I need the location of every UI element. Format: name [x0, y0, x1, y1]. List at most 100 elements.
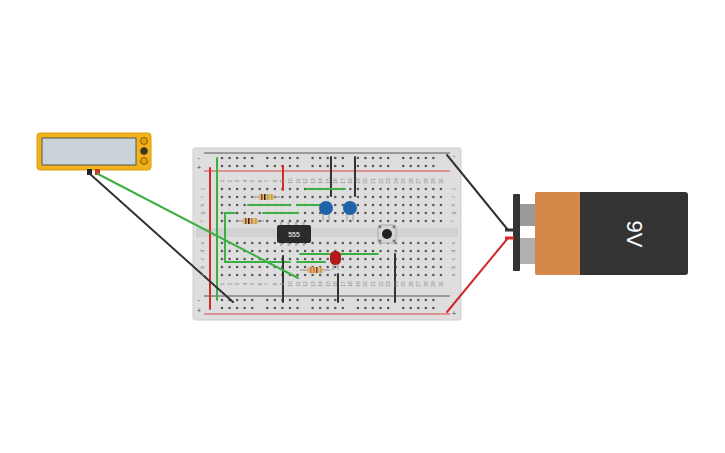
- breadboard-holes: [417, 204, 419, 206]
- breadboard-holes: [312, 307, 314, 309]
- ic-chip: 555: [277, 225, 311, 243]
- breadboard-holes: [244, 266, 246, 268]
- breadboard-holes: [440, 196, 442, 198]
- breadboard-holes: [410, 250, 412, 252]
- column-number: 28: [423, 281, 428, 287]
- breadboard-holes: [440, 212, 442, 214]
- breadboard-holes: [296, 250, 298, 252]
- rail-sign: -: [198, 154, 200, 161]
- resistors: [236, 194, 330, 273]
- breadboard-holes: [281, 250, 283, 252]
- breadboard-holes: [274, 274, 276, 276]
- breadboard-holes: [357, 242, 359, 244]
- row-letter: e: [451, 242, 456, 245]
- column-number: 29: [431, 178, 436, 184]
- breadboard-holes: [402, 204, 404, 206]
- breadboard-holes: [357, 157, 359, 159]
- breadboard-holes: [440, 220, 442, 222]
- column-number: 8: [272, 180, 277, 183]
- row-letter: g: [200, 212, 205, 215]
- node-text: 9V: [623, 220, 645, 247]
- breadboard-holes: [334, 274, 336, 276]
- breadboard-holes: [372, 204, 374, 206]
- breadboard-holes: [402, 157, 404, 159]
- row-letter: f: [451, 220, 456, 221]
- breadboard-holes: [289, 299, 291, 301]
- row-letter: e: [200, 242, 205, 245]
- breadboard-holes: [221, 242, 223, 244]
- breadboard-holes: [334, 157, 336, 159]
- column-number: 27: [416, 178, 421, 184]
- rail-sign: +: [197, 164, 201, 171]
- column-number: 15: [325, 178, 330, 184]
- resistors: [313, 267, 315, 273]
- breadboard-holes: [319, 220, 321, 222]
- breadboard-holes: [364, 266, 366, 268]
- multimeter: [141, 158, 148, 165]
- breadboard-holes: [319, 157, 321, 159]
- column-number: 30: [438, 178, 443, 184]
- breadboard-holes: [251, 212, 253, 214]
- multimeter: [37, 133, 151, 170]
- breadboard-holes: [304, 266, 306, 268]
- breadboard-holes: [410, 157, 412, 159]
- column-number: 22: [378, 178, 383, 184]
- column-number: 23: [386, 178, 391, 184]
- breadboard-holes: [334, 220, 336, 222]
- column-number: 23: [386, 281, 391, 287]
- breadboard-holes: [372, 258, 374, 260]
- breadboard-holes: [289, 258, 291, 260]
- breadboard-holes: [259, 242, 261, 244]
- wires: [297, 204, 319, 206]
- wires: [209, 168, 211, 309]
- breadboard-holes: [432, 204, 434, 206]
- breadboard-holes: [266, 266, 268, 268]
- wires: [282, 166, 284, 190]
- breadboard-holes: [244, 165, 246, 167]
- resistors: [255, 218, 257, 224]
- breadboard-holes: [289, 196, 291, 198]
- column-number: 21: [371, 281, 376, 287]
- column-number: 14: [318, 281, 323, 287]
- breadboard-holes: [274, 299, 276, 301]
- battery: [535, 192, 581, 275]
- column-number: 18: [348, 281, 353, 287]
- breadboard-holes: [402, 212, 404, 214]
- breadboard-holes: [296, 220, 298, 222]
- breadboard-holes: [402, 250, 404, 252]
- chip-pins: [288, 243, 290, 246]
- breadboard-holes: [281, 196, 283, 198]
- multimeter: [141, 138, 148, 145]
- breadboard-holes: [417, 266, 419, 268]
- breadboard-holes: [387, 266, 389, 268]
- breadboard-holes: [410, 307, 412, 309]
- resistors: [251, 218, 253, 224]
- breadboard-holes: [417, 299, 419, 301]
- breadboard-holes: [259, 266, 261, 268]
- resistors: [261, 194, 263, 200]
- battery-body: 9V: [580, 192, 688, 275]
- breadboard-holes: [244, 212, 246, 214]
- breadboard-holes: [417, 188, 419, 190]
- breadboard-holes: [312, 274, 314, 276]
- column-number: 7: [265, 283, 270, 286]
- resistors: [258, 194, 274, 200]
- breadboard-holes: [425, 299, 427, 301]
- breadboard-holes: [364, 242, 366, 244]
- breadboard-holes: [221, 165, 223, 167]
- breadboard-holes: [379, 165, 381, 167]
- breadboard-holes: [228, 165, 230, 167]
- column-number: 10: [287, 178, 292, 184]
- breadboard-holes: [236, 258, 238, 260]
- row-letter: c: [200, 258, 205, 261]
- wires: [282, 256, 284, 302]
- breadboard-holes: [296, 157, 298, 159]
- node-text: 555: [288, 231, 300, 238]
- column-number: 3: [235, 180, 240, 183]
- breadboard-holes: [244, 196, 246, 198]
- row-letter: b: [200, 266, 205, 269]
- rail-sign: -: [453, 152, 455, 159]
- breadboard-holes: [402, 188, 404, 190]
- breadboard-holes: [349, 242, 351, 244]
- breadboard-holes: [417, 220, 419, 222]
